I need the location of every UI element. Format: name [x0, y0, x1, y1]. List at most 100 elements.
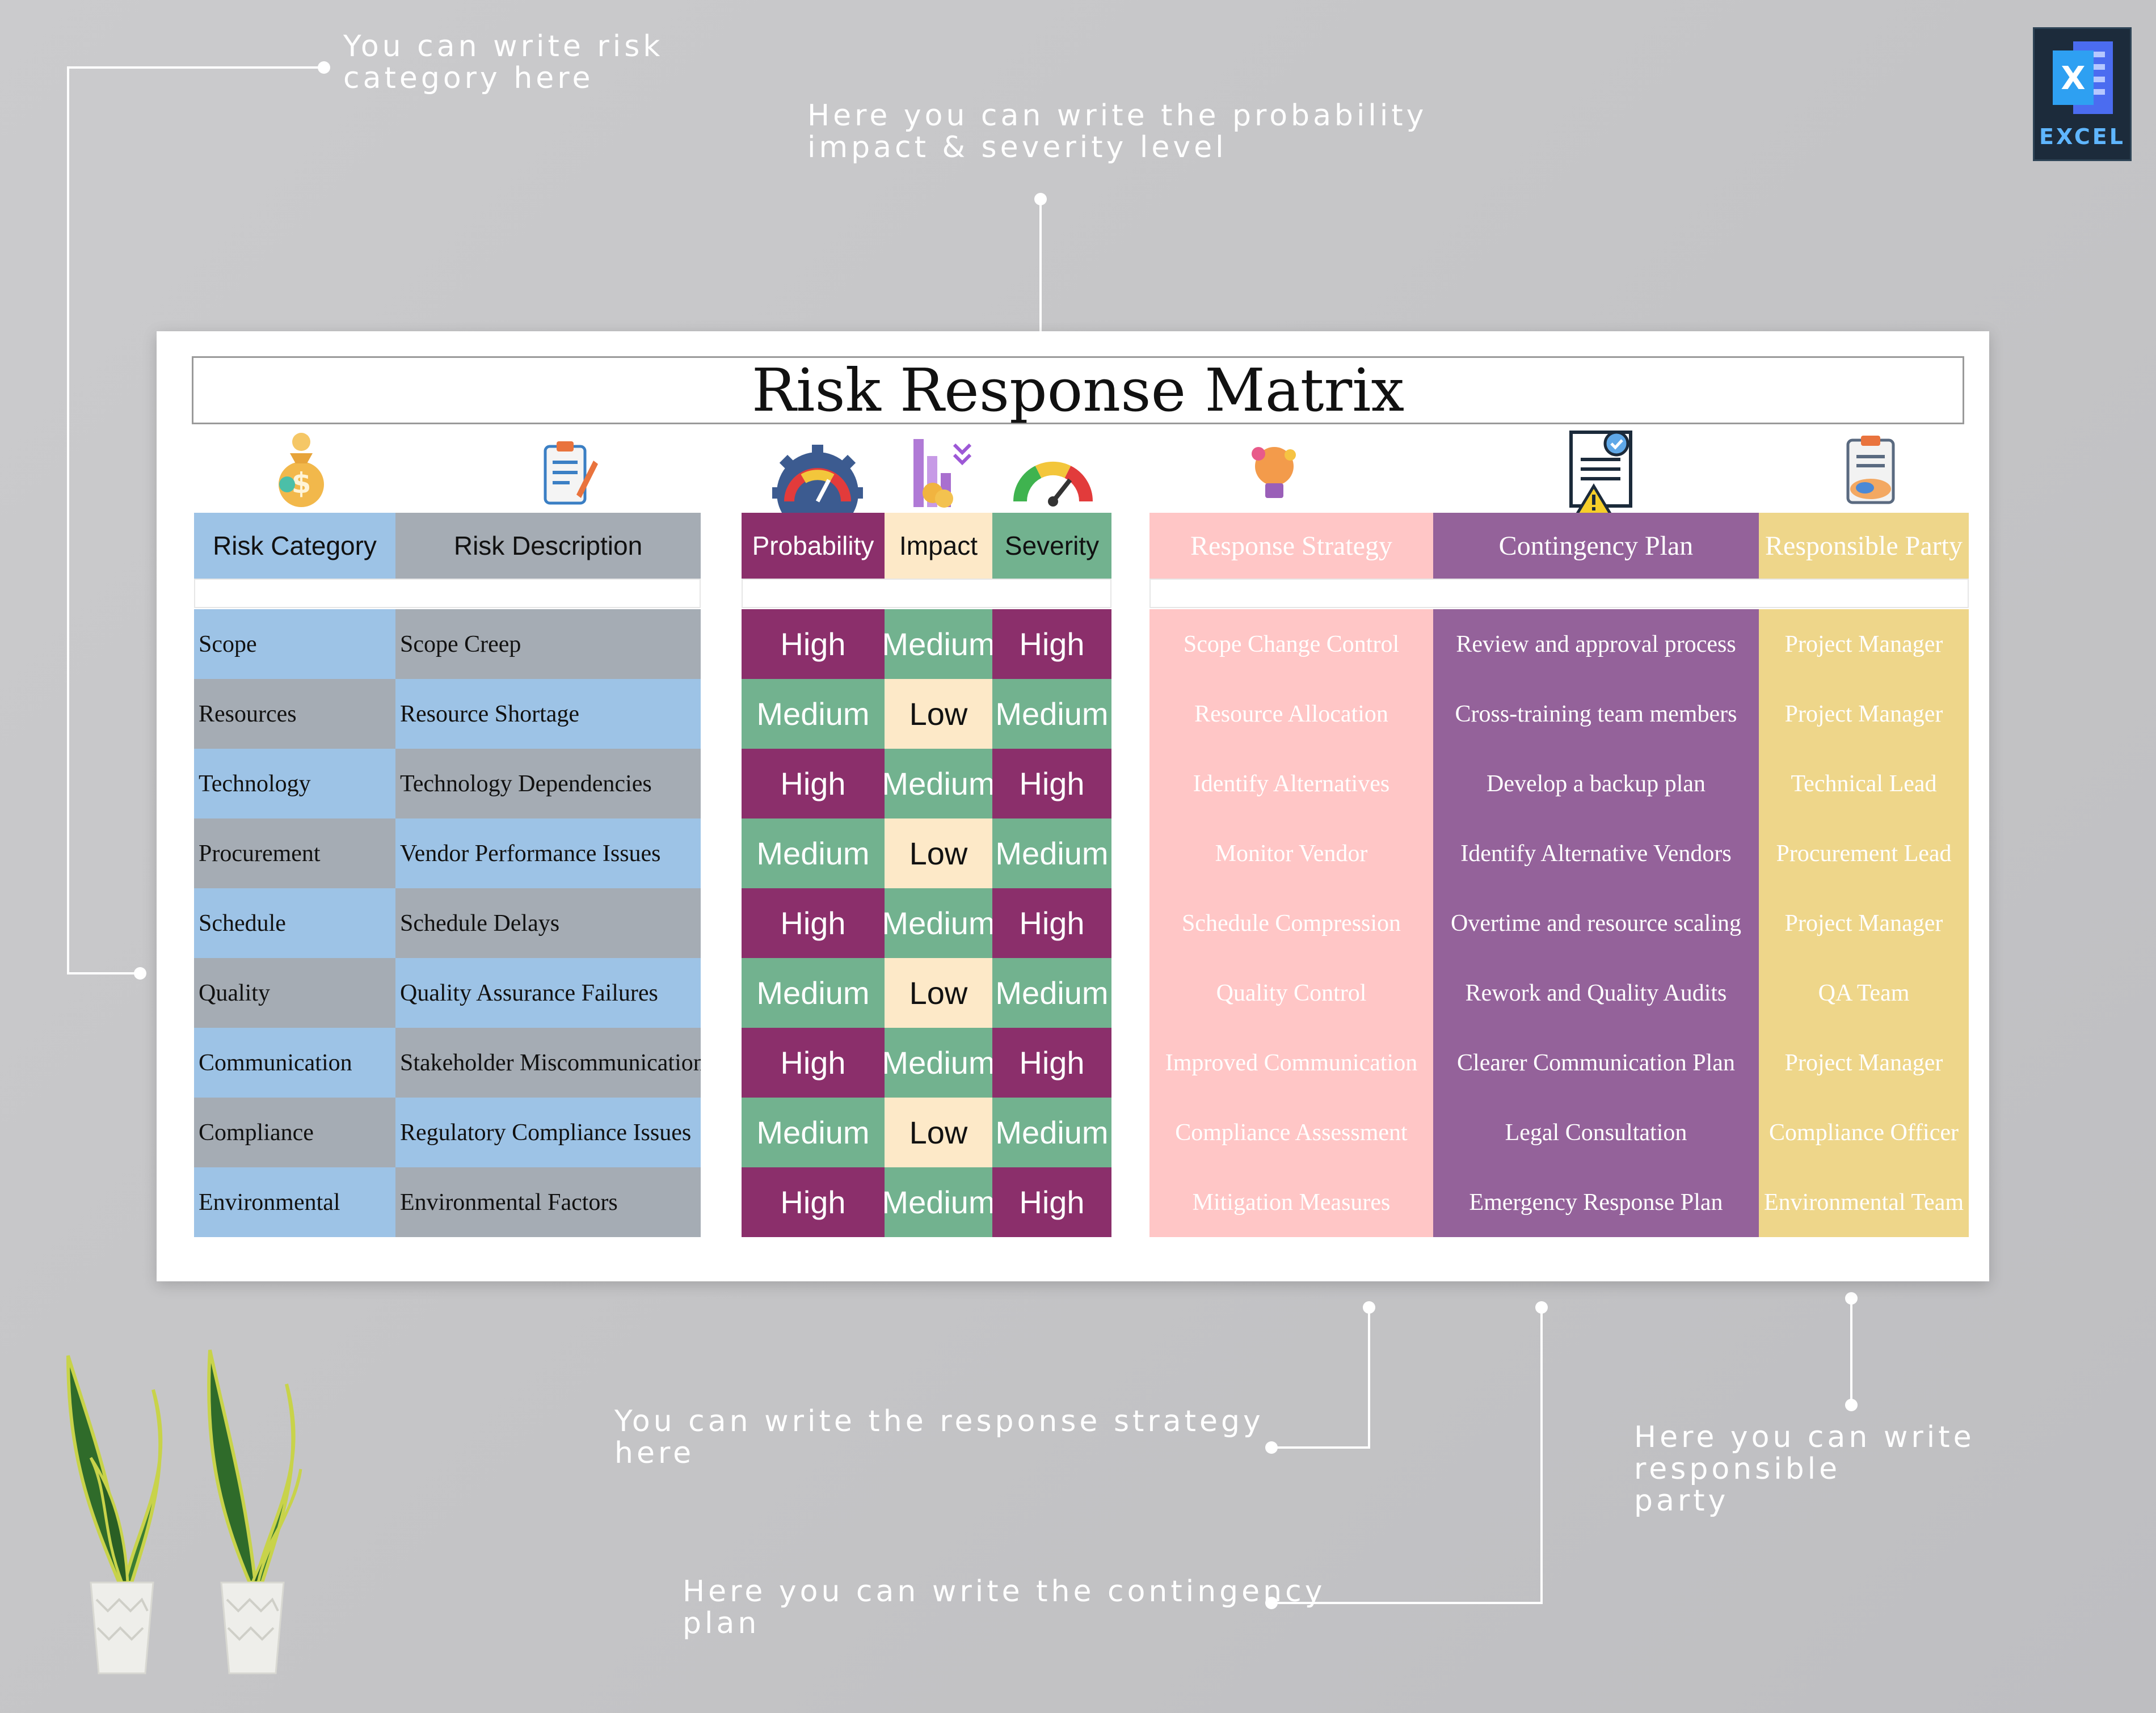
- plant-left-image: [66, 1355, 163, 1674]
- connector-dot: [1265, 1597, 1278, 1609]
- connector-line: [1271, 1446, 1370, 1449]
- connector-line: [67, 66, 69, 974]
- connector-line: [1271, 1602, 1543, 1604]
- cell-risk-description: Resource Shortage: [395, 679, 701, 749]
- connector-line: [1368, 1307, 1370, 1449]
- header-response-strategy: Response Strategy: [1149, 513, 1433, 579]
- connector-line: [1540, 1307, 1543, 1604]
- cell-risk-category: Technology: [194, 749, 395, 818]
- cell-risk-description: Quality Assurance Failures: [395, 958, 701, 1028]
- cell-probability: High: [742, 609, 885, 679]
- cell-responsible-party: Project Manager: [1759, 1028, 1969, 1098]
- cell-impact: Low: [885, 1098, 992, 1167]
- contingency-document-icon: [1569, 431, 1632, 516]
- gauge-gear-icon: [772, 445, 863, 513]
- cell-severity: Medium: [992, 1098, 1111, 1167]
- cell-response-strategy: Compliance Assessment: [1149, 1098, 1433, 1167]
- cell-severity: High: [992, 1028, 1111, 1098]
- cell-probability: High: [742, 1167, 885, 1237]
- cell-severity: High: [992, 749, 1111, 818]
- cell-risk-description: Regulatory Compliance Issues: [395, 1098, 701, 1167]
- risk-matrix-sheet: Risk Response Matrix $: [157, 331, 1989, 1281]
- cell-impact: Medium: [885, 749, 992, 818]
- cell-probability: Medium: [742, 1098, 885, 1167]
- cell-risk-category: Quality: [194, 958, 395, 1028]
- handshake-clipboard-icon: [1846, 436, 1895, 504]
- cell-risk-description: Schedule Delays: [395, 888, 701, 958]
- cell-response-strategy: Resource Allocation: [1149, 679, 1433, 749]
- cell-responsible-party: Project Manager: [1759, 609, 1969, 679]
- header-risk-category: Risk Category: [194, 513, 395, 579]
- cell-contingency-plan: Cross-training team members: [1433, 679, 1759, 749]
- cell-response-strategy: Monitor Vendor: [1149, 818, 1433, 888]
- speedometer-icon: [1013, 461, 1093, 507]
- cell-risk-description: Environmental Factors: [395, 1167, 701, 1237]
- cell-contingency-plan: Clearer Communication Plan: [1433, 1028, 1759, 1098]
- cell-probability: Medium: [742, 818, 885, 888]
- connector-dot: [1845, 1399, 1858, 1411]
- excel-icon: X: [2053, 41, 2113, 114]
- cell-probability: High: [742, 888, 885, 958]
- cell-risk-description: Technology Dependencies: [395, 749, 701, 818]
- cell-impact: Medium: [885, 1167, 992, 1237]
- cell-responsible-party: Compliance Officer: [1759, 1098, 1969, 1167]
- svg-text:X: X: [2061, 60, 2085, 97]
- cell-impact: Medium: [885, 1028, 992, 1098]
- cell-risk-category: Schedule: [194, 888, 395, 958]
- excel-label: EXCEL: [2039, 124, 2125, 149]
- cell-probability: Medium: [742, 958, 885, 1028]
- header-severity: Severity: [992, 513, 1111, 579]
- connector-dot: [134, 967, 146, 980]
- cell-impact: Low: [885, 679, 992, 749]
- connector-line: [67, 972, 140, 974]
- callout-risk-category: You can write risk category here: [343, 29, 664, 95]
- connector-line: [67, 66, 323, 69]
- cell-contingency-plan: Review and approval process: [1433, 609, 1759, 679]
- cell-responsible-party: Environmental Team: [1759, 1167, 1969, 1237]
- header-responsible-party: Responsible Party: [1759, 513, 1969, 579]
- cell-severity: High: [992, 888, 1111, 958]
- cell-risk-description: Vendor Performance Issues: [395, 818, 701, 888]
- cell-risk-category: Environmental: [194, 1167, 395, 1237]
- spacer-row: [194, 579, 701, 608]
- cell-risk-category: Communication: [194, 1028, 395, 1098]
- callout-probability: Here you can write the probability impac…: [807, 99, 1427, 164]
- cell-impact: Medium: [885, 609, 992, 679]
- cell-contingency-plan: Develop a backup plan: [1433, 749, 1759, 818]
- cell-contingency-plan: Emergency Response Plan: [1433, 1167, 1759, 1237]
- cell-probability: Medium: [742, 679, 885, 749]
- header-contingency-plan: Contingency Plan: [1433, 513, 1759, 579]
- cell-severity: High: [992, 609, 1111, 679]
- cell-risk-description: Scope Creep: [395, 609, 701, 679]
- cell-responsible-party: QA Team: [1759, 958, 1969, 1028]
- cell-responsible-party: Procurement Lead: [1759, 818, 1969, 888]
- cell-risk-category: Resources: [194, 679, 395, 749]
- callout-responsible: Here you can write responsible party: [1634, 1420, 1975, 1518]
- cell-response-strategy: Improved Communication: [1149, 1028, 1433, 1098]
- header-impact: Impact: [885, 513, 992, 579]
- cell-impact: Low: [885, 958, 992, 1028]
- cell-impact: Low: [885, 818, 992, 888]
- cell-contingency-plan: Legal Consultation: [1433, 1098, 1759, 1167]
- cell-response-strategy: Quality Control: [1149, 958, 1433, 1028]
- finance-chart-icon: [913, 439, 972, 508]
- plant-right-image: [207, 1349, 302, 1674]
- cell-response-strategy: Identify Alternatives: [1149, 749, 1433, 818]
- cell-probability: High: [742, 749, 885, 818]
- cell-response-strategy: Scope Change Control: [1149, 609, 1433, 679]
- lightbulb-icon: [1252, 447, 1296, 498]
- connector-line: [1850, 1298, 1852, 1403]
- cell-contingency-plan: Overtime and resource scaling: [1433, 888, 1759, 958]
- cell-risk-category: Procurement: [194, 818, 395, 888]
- connector-line: [1039, 199, 1042, 331]
- cell-severity: Medium: [992, 679, 1111, 749]
- excel-badge: X EXCEL: [2033, 27, 2132, 161]
- matrix-title: Risk Response Matrix: [192, 356, 1964, 424]
- clipboard-icon: [544, 441, 598, 505]
- money-bag-icon: $: [279, 433, 324, 507]
- callout-contingency: Here you can write the contingency plan: [683, 1575, 1326, 1640]
- cell-responsible-party: Technical Lead: [1759, 749, 1969, 818]
- spacer-row: [742, 579, 1111, 608]
- cell-risk-category: Compliance: [194, 1098, 395, 1167]
- cell-severity: High: [992, 1167, 1111, 1237]
